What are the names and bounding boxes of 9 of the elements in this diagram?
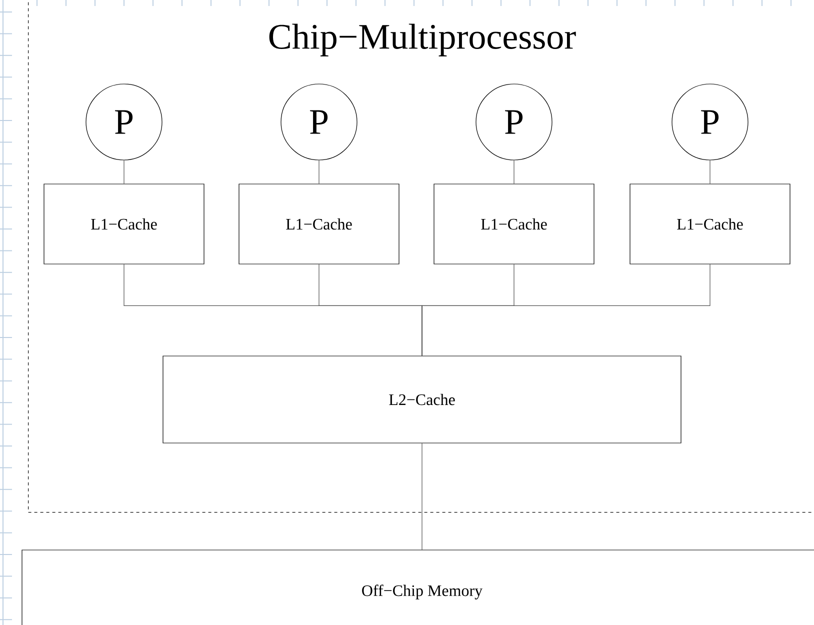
connector-line xyxy=(422,264,710,356)
connector-line xyxy=(318,160,320,184)
title: Chip−Multiprocessor xyxy=(269,24,576,56)
cache-box: L2−Cache xyxy=(162,356,682,444)
memory-box: Off−Chip Memory xyxy=(22,550,814,625)
cache-box: L1−Cache xyxy=(238,184,400,264)
cache-box: L1−Cache xyxy=(44,184,204,264)
cache-box: L1−Cache xyxy=(434,184,594,264)
cache-box: L1−Cache xyxy=(630,184,790,264)
